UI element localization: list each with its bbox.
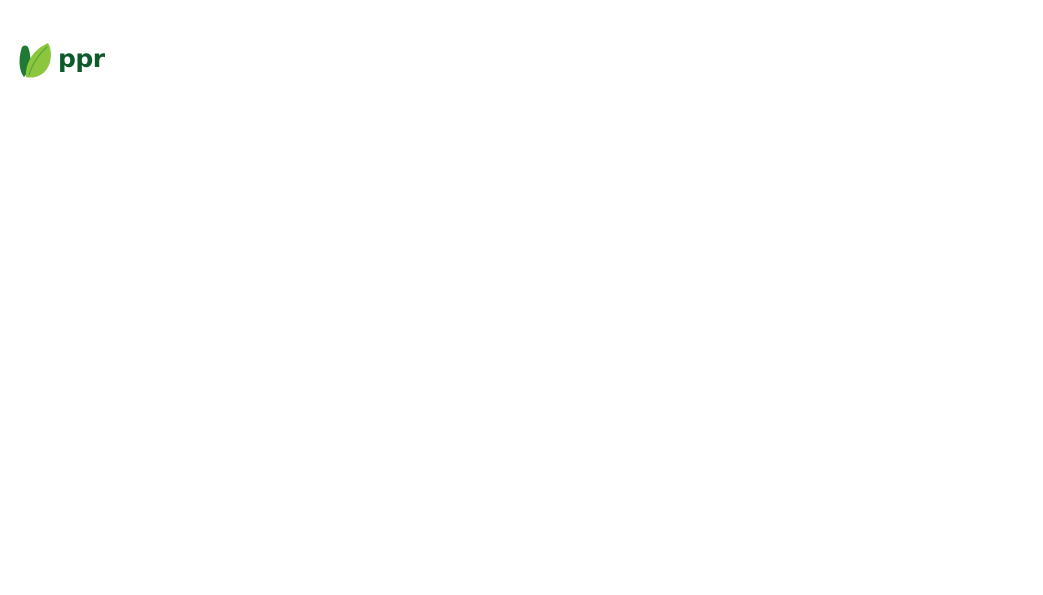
brand-name: ppr [58,43,105,73]
brand-logo[interactable]: ppr [18,41,105,79]
leaf-icon [19,43,51,78]
